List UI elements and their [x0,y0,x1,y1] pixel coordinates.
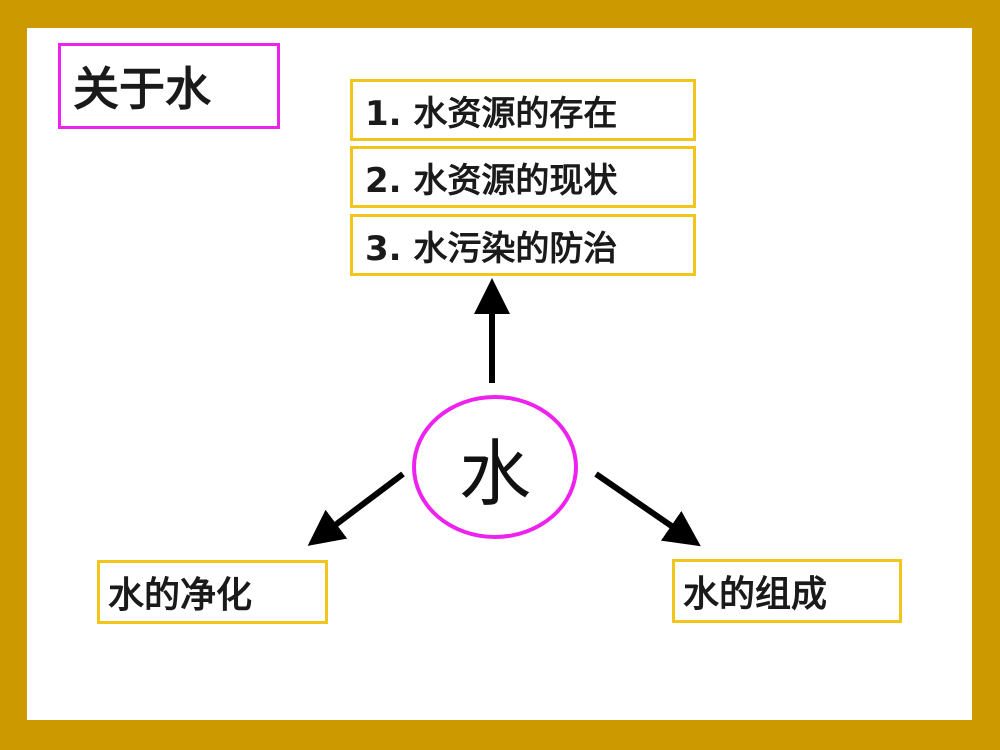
center-water-node: 水 [412,395,578,539]
slide-title: 关于水 [58,43,280,129]
topic-box-existence: 1. 水资源的存在 [350,79,696,141]
topic-box-pollution: 3. 水污染的防治 [350,214,696,276]
slide-title-text: 关于水 [73,62,211,116]
node-label: 水的组成 [683,574,828,615]
topic-label: 3. 水污染的防治 [365,228,618,269]
topic-label: 1. 水资源的存在 [365,93,618,134]
center-label: 水 [458,431,531,516]
topic-label: 2. 水资源的现状 [365,160,618,201]
node-composition: 水的组成 [672,559,902,623]
node-label: 水的净化 [108,575,253,616]
node-purification: 水的净化 [97,560,328,624]
topic-box-status: 2. 水资源的现状 [350,146,696,208]
